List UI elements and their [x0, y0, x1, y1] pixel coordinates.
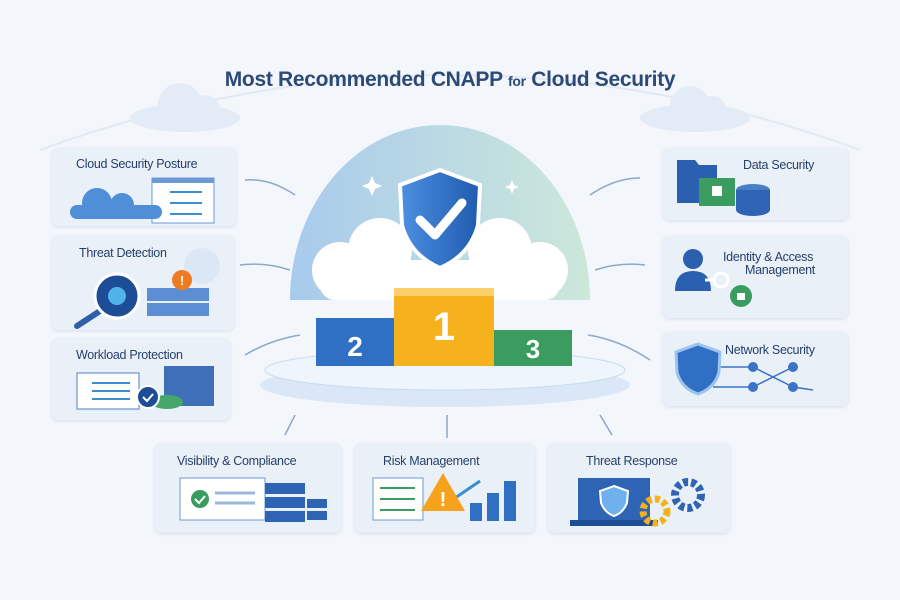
laptop-gears-icon	[570, 478, 705, 527]
warning-chart-icon: !	[372, 473, 516, 521]
podium-second	[316, 318, 394, 366]
card-visibility-compliance[interactable]: Visibility & Compliance	[155, 443, 341, 533]
card-identity-access-management[interactable]: Identity & Access Management	[663, 236, 848, 318]
podium-third	[494, 330, 572, 366]
cloud-checklist-icon	[70, 177, 215, 224]
card-workload-protection[interactable]: Workload Protection	[52, 338, 230, 420]
magnifier-bug-icon: !	[74, 248, 220, 329]
card-cloud-security-posture[interactable]: Cloud Security Posture	[52, 148, 236, 226]
card-network-security[interactable]: Network Security	[663, 332, 848, 406]
svg-text:!: !	[180, 273, 184, 288]
svg-text:3: 3	[526, 334, 540, 364]
card-threat-response[interactable]: Threat Response	[548, 443, 730, 533]
svg-text:1: 1	[433, 305, 455, 349]
page-title: Most Recommended CNAPP for Cloud Securit…	[224, 68, 676, 91]
svg-text:!: !	[440, 489, 447, 511]
workload-check-icon	[76, 366, 214, 410]
card-risk-management[interactable]: Risk Management !	[355, 443, 535, 533]
card-threat-detection[interactable]: Threat Detection !	[52, 236, 234, 330]
card-data-security[interactable]: Data Security	[663, 148, 848, 220]
folder-lock-database-icon	[677, 160, 770, 216]
podium-first	[394, 288, 494, 366]
shield-check-icon	[397, 167, 483, 271]
svg-text:2: 2	[347, 331, 363, 362]
dashboard-servers-icon	[179, 477, 327, 522]
shield-network-icon	[674, 342, 814, 396]
user-key-icon	[675, 249, 752, 307]
